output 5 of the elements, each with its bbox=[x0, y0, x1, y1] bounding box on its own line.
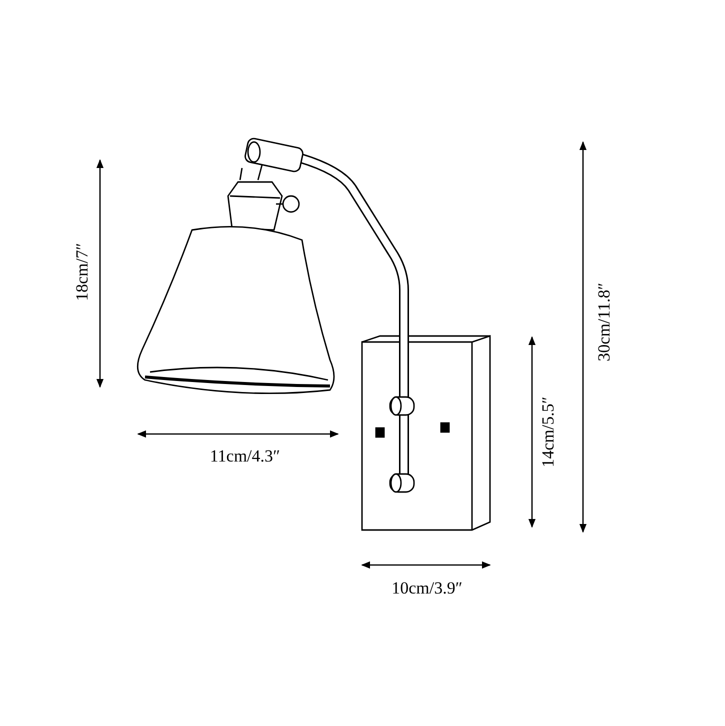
dimension-label: 10cm/3.9″ bbox=[392, 580, 462, 596]
dimension-label: 14cm/5.5″ bbox=[540, 396, 556, 468]
dimension-label: 11cm/4.3″ bbox=[210, 448, 280, 464]
dimension-label: 18cm/7″ bbox=[74, 242, 90, 302]
dimension-label: 30cm/11.8″ bbox=[596, 282, 612, 362]
